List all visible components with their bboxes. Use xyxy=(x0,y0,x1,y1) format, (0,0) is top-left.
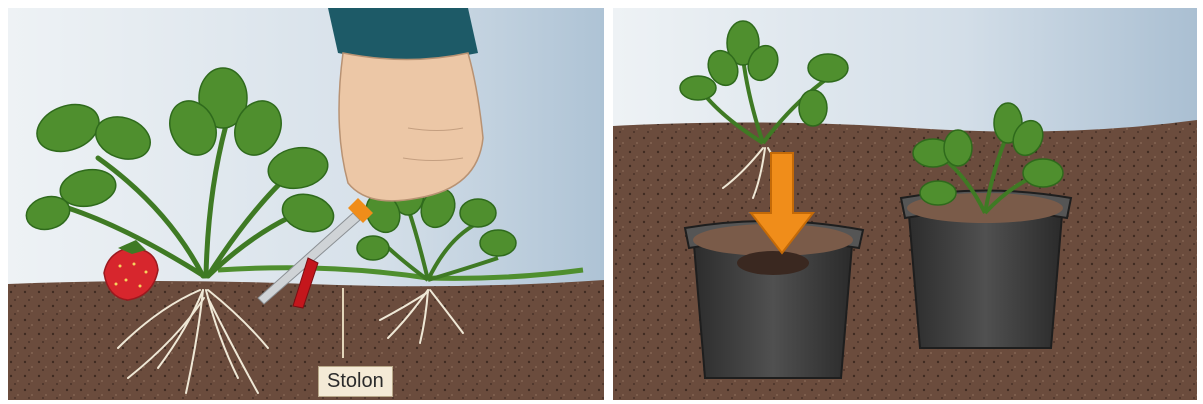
pot-icon xyxy=(685,221,863,378)
illustration-stolon-cutting: Stolon xyxy=(8,8,604,400)
stolon-cutting-scene xyxy=(8,8,604,400)
illustration-potting xyxy=(613,8,1197,400)
potting-scene xyxy=(613,8,1197,400)
stolon-label: Stolon xyxy=(318,366,393,397)
hand-icon xyxy=(328,8,483,201)
